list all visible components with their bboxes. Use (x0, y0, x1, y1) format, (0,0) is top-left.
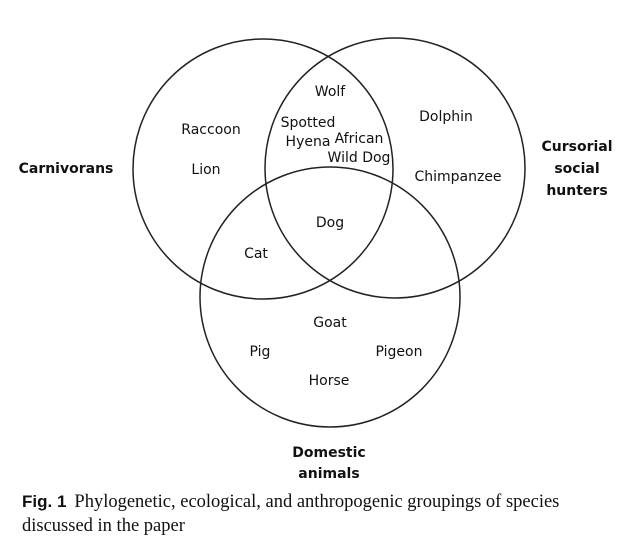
species-chimpanzee: Chimpanzee (414, 169, 501, 185)
domestic-animals-circle (199, 166, 461, 428)
species-raccoon: Raccoon (181, 122, 240, 138)
species-pig: Pig (250, 344, 271, 360)
species-african-wild-dog-2: Wild Dog (328, 150, 391, 166)
species-african-wild-dog-1: African (335, 131, 384, 147)
species-cat: Cat (244, 246, 268, 262)
figure-number: Fig. 1 (22, 492, 67, 511)
species-spotted-hyena-2: Hyena (286, 134, 331, 150)
set-label-cursorial-3: hunters (546, 183, 607, 199)
species-pigeon: Pigeon (376, 344, 423, 360)
species-goat: Goat (313, 315, 347, 331)
set-label-domestic-1: Domestic (292, 445, 365, 461)
species-lion: Lion (191, 162, 220, 178)
set-label-cursorial-1: Cursorial (541, 139, 612, 155)
set-label-cursorial-2: social (554, 161, 599, 177)
species-dolphin: Dolphin (419, 109, 473, 125)
set-label-domestic-2: animals (298, 466, 359, 482)
species-dog: Dog (316, 215, 344, 231)
caption-text: Phylogenetic, ecological, and anthropoge… (22, 492, 560, 536)
species-horse: Horse (309, 373, 350, 389)
carnivorans-circle (132, 38, 394, 300)
species-wolf: Wolf (315, 84, 346, 100)
species-spotted-hyena-1: Spotted (281, 115, 336, 131)
cursorial-hunters-circle (264, 37, 526, 299)
set-label-carnivorans: Carnivorans (19, 161, 114, 177)
